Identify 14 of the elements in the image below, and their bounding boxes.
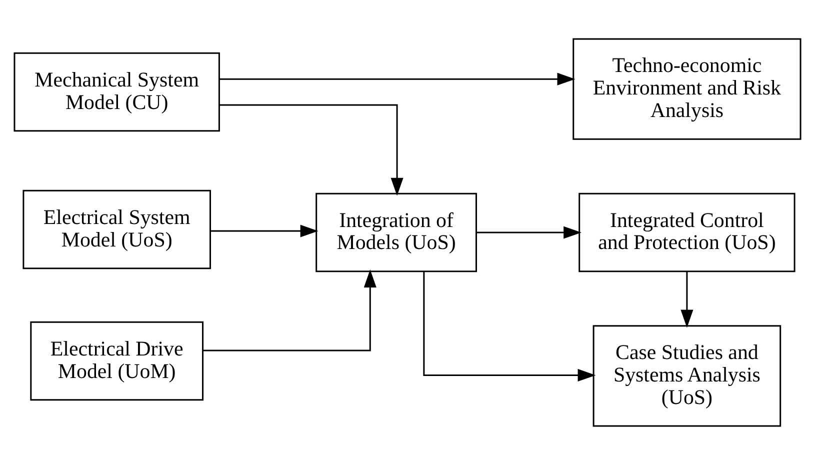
arrow: [210, 224, 318, 237]
arrow: [680, 271, 694, 328]
node-box: Techno-economic Environment and Risk Analysis: [572, 38, 802, 140]
arrow: [203, 269, 376, 351]
node-box: Mechanical System Model (CU): [14, 52, 220, 132]
arrow: [476, 226, 582, 238]
node-box: Electrical Drive Model (UoM): [30, 320, 204, 400]
node-box: Integration of Models (UoS): [316, 192, 477, 272]
node-box: Electrical System Model (UoS): [22, 189, 211, 269]
arrow: [220, 104, 404, 196]
arrow: [219, 72, 576, 85]
node-box: Integrated Control and Protection (UoS): [578, 192, 796, 272]
arrow: [423, 271, 596, 381]
node-box: Case Studies and Systems Analysis (UoS): [592, 324, 782, 426]
